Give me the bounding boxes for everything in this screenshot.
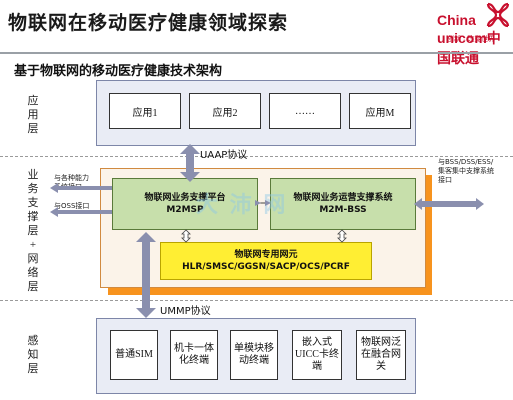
network-link-arrows (181, 229, 347, 243)
brand-slogan: 创新 · 改变世界 (447, 36, 496, 43)
layer-divider-bottom (0, 300, 513, 301)
m2msp-name: 物联网业务支撑平台 (144, 193, 226, 203)
network-element-list: HLR/SMSC/GGSN/SACP/OCS/PCRF (182, 262, 350, 272)
page-title: 物联网在移动医疗健康领域探索 (8, 12, 289, 34)
device-box: 单模块移动终端 (230, 330, 278, 380)
note-bss-interface: 与BSS/DSS/ESS/集客集中支撑系统接口 (438, 158, 494, 184)
left-interface-arrows (50, 183, 112, 217)
unicom-knot-icon (486, 2, 510, 28)
header-divider (0, 52, 513, 54)
device-box: 机卡一体化终端 (170, 330, 218, 380)
layer-divider-top (0, 156, 513, 157)
device-box: 物联网泛在融合网关 (356, 330, 406, 380)
layer-label-app: 应用层 (27, 95, 39, 135)
brand-logo-text: China unicom中国联通 (437, 12, 501, 66)
uaap-arrow (180, 144, 200, 182)
device-box: 普通SIM (110, 330, 158, 380)
app-box: 应用2 (189, 93, 261, 129)
diagram-subtitle: 基于物联网的移动医疗健康技术架构 (14, 64, 223, 79)
layer-label-sense: 感知层 (27, 335, 39, 375)
layer-label-support-network: 业务支撑层+网络层 (27, 169, 39, 293)
m2msp-code: M2MSP (166, 205, 204, 215)
m2mbss-box: 物联网业务运营支撑系统 M2M-BSS (270, 178, 416, 230)
note-oss-interface: 与OSS接口 (54, 202, 90, 210)
device-box: 嵌入式UICC卡终端 (292, 330, 342, 380)
app-box: 应用1 (109, 93, 181, 129)
app-box: …… (269, 93, 341, 129)
m2msp-box: 物联网业务支撑平台 M2MSP (112, 178, 258, 230)
network-element-box: 物联网专用网元 HLR/SMSC/GGSN/SACP/OCS/PCRF (160, 242, 372, 280)
ummp-protocol-label: UMMP协议 (160, 306, 211, 317)
network-element-name: 物联网专用网元 (234, 250, 298, 260)
right-interface-arrow (414, 198, 484, 210)
app-box: 应用M (349, 93, 411, 129)
uaap-protocol-label: UAAP协议 (200, 150, 248, 161)
m2mbss-code: M2M-BSS (319, 205, 367, 215)
m2mbss-name: 物联网业务运营支撑系统 (293, 193, 393, 203)
ummp-arrow (136, 232, 156, 318)
